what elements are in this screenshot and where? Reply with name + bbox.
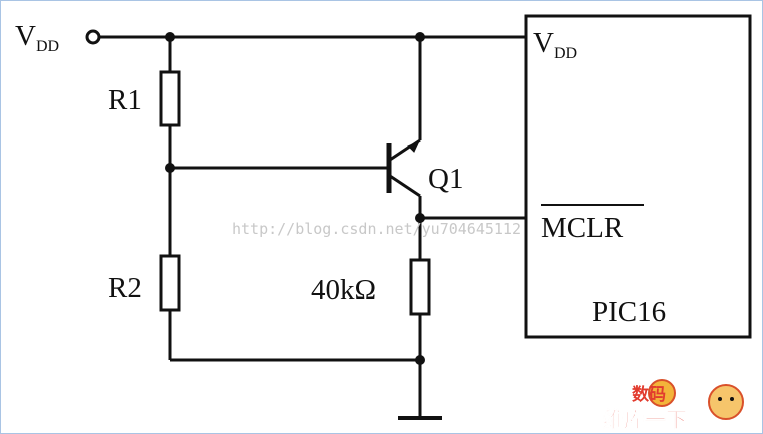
vdd-terminal-icon bbox=[85, 29, 101, 45]
r1-label: R1 bbox=[108, 84, 142, 116]
junction-dot bbox=[415, 32, 425, 42]
pic16-chip bbox=[524, 14, 752, 339]
vdd-input-label: VDD bbox=[15, 20, 59, 55]
junction-dot bbox=[415, 355, 425, 365]
wires bbox=[100, 35, 526, 418]
resistor-r2-icon bbox=[159, 254, 181, 312]
resistor-40k-label: 40kΩ bbox=[311, 274, 376, 306]
logo-face-icon bbox=[708, 384, 744, 420]
resistor-r1-icon bbox=[159, 70, 181, 127]
site-logo: 数码 维库一下 bbox=[603, 379, 744, 432]
emitter-arrow-icon bbox=[407, 139, 421, 153]
vdd-pin-label: VDD bbox=[533, 27, 577, 62]
logo-mascot-icon bbox=[648, 379, 676, 407]
q1-label: Q1 bbox=[428, 163, 463, 195]
r2-label: R2 bbox=[108, 272, 142, 304]
watermark-url: http://blog.csdn.net/yu704645112 bbox=[232, 220, 521, 238]
transistor-q1-icon bbox=[386, 138, 421, 198]
junction-dot bbox=[415, 213, 425, 223]
junction-dot bbox=[165, 163, 175, 173]
resistor-40k-icon bbox=[409, 258, 431, 316]
mclr-label: MCLR bbox=[541, 212, 624, 244]
logo-top-text: 数码 bbox=[632, 384, 666, 405]
chip-name-label: PIC16 bbox=[592, 296, 666, 328]
logo-bottom-text: 维库一下 bbox=[603, 408, 687, 432]
junction-dot bbox=[165, 32, 175, 42]
junction-dots bbox=[165, 32, 425, 365]
